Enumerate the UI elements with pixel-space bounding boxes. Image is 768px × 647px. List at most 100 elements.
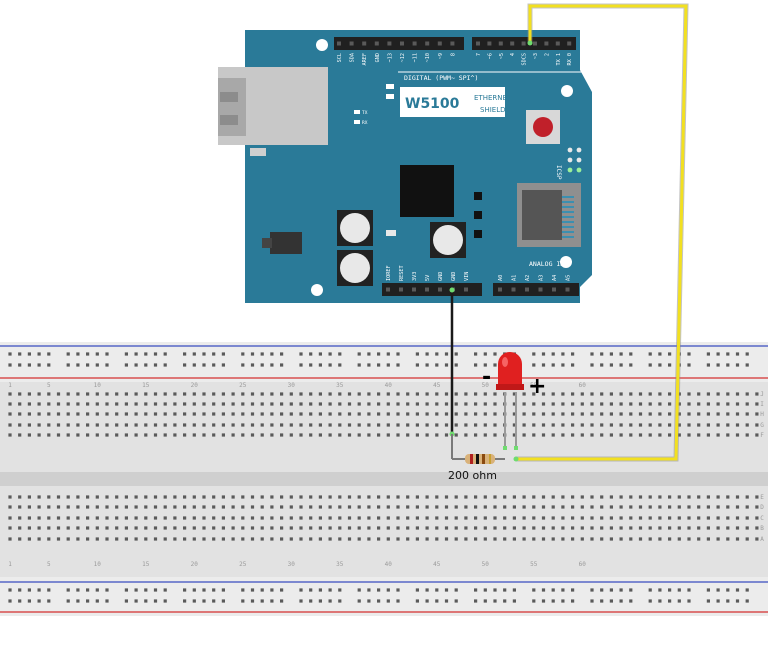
breadboard-hole[interactable] xyxy=(124,392,128,396)
breadboard-hole[interactable] xyxy=(221,433,225,437)
breadboard-hole[interactable] xyxy=(367,402,371,406)
breadboard-hole[interactable] xyxy=(590,423,594,427)
breadboard-hole[interactable] xyxy=(425,402,429,406)
breadboard-hole[interactable] xyxy=(425,537,429,541)
breadboard-hole[interactable] xyxy=(697,392,701,396)
breadboard-hole[interactable] xyxy=(27,588,31,592)
breadboard-hole[interactable] xyxy=(687,537,691,541)
breadboard-hole[interactable] xyxy=(415,537,419,541)
breadboard-hole[interactable] xyxy=(47,516,51,520)
breadboard-hole[interactable] xyxy=(183,588,187,592)
breadboard-hole[interactable] xyxy=(66,588,70,592)
breadboard-hole[interactable] xyxy=(735,363,740,367)
breadboard-hole[interactable] xyxy=(367,412,371,416)
breadboard-hole[interactable] xyxy=(37,423,41,427)
breadboard-hole[interactable] xyxy=(629,402,633,406)
breadboard-hole[interactable] xyxy=(735,516,740,520)
breadboard-hole[interactable] xyxy=(716,495,720,499)
breadboard-hole[interactable] xyxy=(105,537,109,541)
breadboard-hole[interactable] xyxy=(27,423,31,427)
breadboard-hole[interactable] xyxy=(668,526,672,530)
breadboard-hole[interactable] xyxy=(173,537,177,541)
breadboard-hole[interactable] xyxy=(609,352,613,356)
breadboard-hole[interactable] xyxy=(105,433,109,437)
breadboard-hole[interactable] xyxy=(134,599,138,603)
breadboard-hole[interactable] xyxy=(183,412,187,416)
breadboard-hole[interactable] xyxy=(512,526,516,530)
breadboard-hole[interactable] xyxy=(163,392,167,396)
breadboard-hole[interactable] xyxy=(551,599,555,603)
breadboard-hole[interactable] xyxy=(561,352,565,356)
breadboard-hole[interactable] xyxy=(115,392,119,396)
breadboard-hole[interactable] xyxy=(493,516,497,520)
breadboard-hole[interactable] xyxy=(173,505,177,509)
breadboard-hole[interactable] xyxy=(425,363,429,367)
breadboard-hole[interactable] xyxy=(260,363,264,367)
breadboard-hole[interactable] xyxy=(250,412,255,416)
breadboard-hole[interactable] xyxy=(270,412,274,416)
breadboard-hole[interactable] xyxy=(250,352,255,356)
breadboard-hole[interactable] xyxy=(347,433,352,437)
breadboard-hole[interactable] xyxy=(571,516,575,520)
breadboard-hole[interactable] xyxy=(396,352,400,356)
breadboard-hole[interactable] xyxy=(212,363,216,367)
header-pin[interactable] xyxy=(538,287,543,292)
breadboard-hole[interactable] xyxy=(338,412,342,416)
breadboard-hole[interactable] xyxy=(745,505,749,509)
breadboard-hole[interactable] xyxy=(716,599,720,603)
breadboard-hole[interactable] xyxy=(600,433,604,437)
breadboard-hole[interactable] xyxy=(706,363,710,367)
breadboard-hole[interactable] xyxy=(163,526,167,530)
breadboard-hole[interactable] xyxy=(658,412,662,416)
breadboard-hole[interactable] xyxy=(638,402,643,406)
breadboard-hole[interactable] xyxy=(377,588,381,592)
breadboard-hole[interactable] xyxy=(144,516,148,520)
breadboard-hole[interactable] xyxy=(18,516,22,520)
breadboard-hole[interactable] xyxy=(192,505,196,509)
breadboard-hole[interactable] xyxy=(377,392,381,396)
breadboard-hole[interactable] xyxy=(590,433,594,437)
breadboard-hole[interactable] xyxy=(483,588,487,592)
breadboard-hole[interactable] xyxy=(231,423,235,427)
breadboard-hole[interactable] xyxy=(503,505,507,509)
breadboard-hole[interactable] xyxy=(280,516,284,520)
breadboard-hole[interactable] xyxy=(153,495,158,499)
breadboard-hole[interactable] xyxy=(241,433,245,437)
breadboard-hole[interactable] xyxy=(86,495,90,499)
breadboard-hole[interactable] xyxy=(289,402,293,406)
breadboard-hole[interactable] xyxy=(609,412,613,416)
breadboard-hole[interactable] xyxy=(212,402,216,406)
breadboard-hole[interactable] xyxy=(658,526,662,530)
breadboard-hole[interactable] xyxy=(134,526,138,530)
breadboard-hole[interactable] xyxy=(338,423,342,427)
breadboard-hole[interactable] xyxy=(386,495,390,499)
breadboard-hole[interactable] xyxy=(105,392,109,396)
breadboard-hole[interactable] xyxy=(706,495,710,499)
breadboard-hole[interactable] xyxy=(444,402,449,406)
breadboard-hole[interactable] xyxy=(105,516,109,520)
breadboard-hole[interactable] xyxy=(677,433,681,437)
breadboard-hole[interactable] xyxy=(677,599,681,603)
breadboard-hole[interactable] xyxy=(629,599,633,603)
breadboard-hole[interactable] xyxy=(357,495,361,499)
breadboard-hole[interactable] xyxy=(551,495,555,499)
breadboard-hole[interactable] xyxy=(609,599,613,603)
breadboard-hole[interactable] xyxy=(561,412,565,416)
breadboard-hole[interactable] xyxy=(124,402,128,406)
breadboard-hole[interactable] xyxy=(735,412,740,416)
breadboard-hole[interactable] xyxy=(444,526,449,530)
breadboard-hole[interactable] xyxy=(153,526,158,530)
breadboard-hole[interactable] xyxy=(687,526,691,530)
breadboard-hole[interactable] xyxy=(338,526,342,530)
breadboard-hole[interactable] xyxy=(76,599,80,603)
breadboard-hole[interactable] xyxy=(76,433,80,437)
breadboard-hole[interactable] xyxy=(8,599,12,603)
breadboard-hole[interactable] xyxy=(95,433,99,437)
breadboard-hole[interactable] xyxy=(687,402,691,406)
breadboard-hole[interactable] xyxy=(571,423,575,427)
breadboard-hole[interactable] xyxy=(687,588,691,592)
breadboard-hole[interactable] xyxy=(541,412,546,416)
breadboard-hole[interactable] xyxy=(328,402,332,406)
breadboard-hole[interactable] xyxy=(144,363,148,367)
breadboard-hole[interactable] xyxy=(425,505,429,509)
